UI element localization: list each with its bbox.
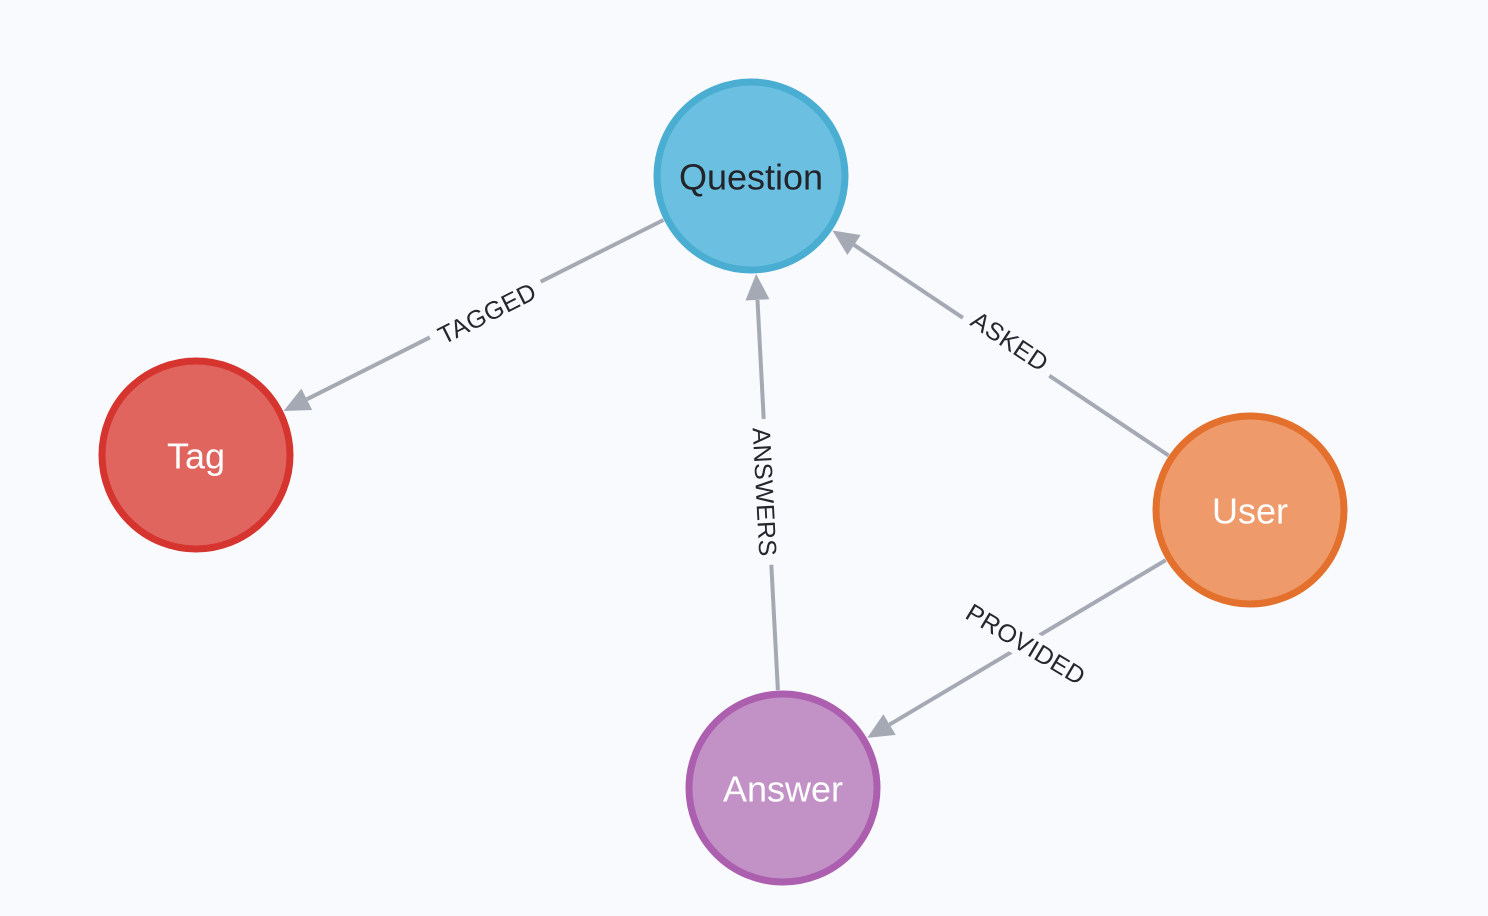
edge-label-backdrop-asked [958, 299, 1062, 383]
node-tag[interactable]: Tag [98, 357, 294, 553]
edge-label-tagged[interactable]: TAGGED [424, 271, 550, 355]
arrowhead-tagged [283, 388, 313, 411]
edge-label-asked[interactable]: ASKED [958, 299, 1062, 383]
arrowhead-answers [745, 273, 770, 301]
node-circle-question[interactable] [653, 78, 849, 274]
edge-label-backdrop-tagged [424, 271, 550, 355]
edge-label-text-tagged: TAGGED [434, 278, 541, 351]
edge-label-text-provided: PROVIDED [961, 599, 1090, 692]
edge-label-backdrop-answers [746, 418, 784, 566]
edge-label-text-asked: ASKED [966, 306, 1054, 378]
node-user[interactable]: User [1152, 412, 1348, 608]
node-circle-user[interactable] [1152, 412, 1348, 608]
arrowhead-asked [832, 230, 861, 255]
node-circle-tag[interactable] [98, 357, 294, 553]
edge-label-backdrop-provided [957, 594, 1095, 694]
edge-label-text-answers: ANSWERS [747, 427, 782, 558]
edge-label-provided[interactable]: PROVIDED [957, 594, 1095, 694]
node-answer[interactable]: Answer [685, 690, 881, 886]
arrowhead-provided [867, 714, 896, 738]
node-circle-answer[interactable] [685, 690, 881, 886]
node-question[interactable]: Question [653, 78, 849, 274]
edge-label-answers[interactable]: ANSWERS [746, 418, 784, 566]
